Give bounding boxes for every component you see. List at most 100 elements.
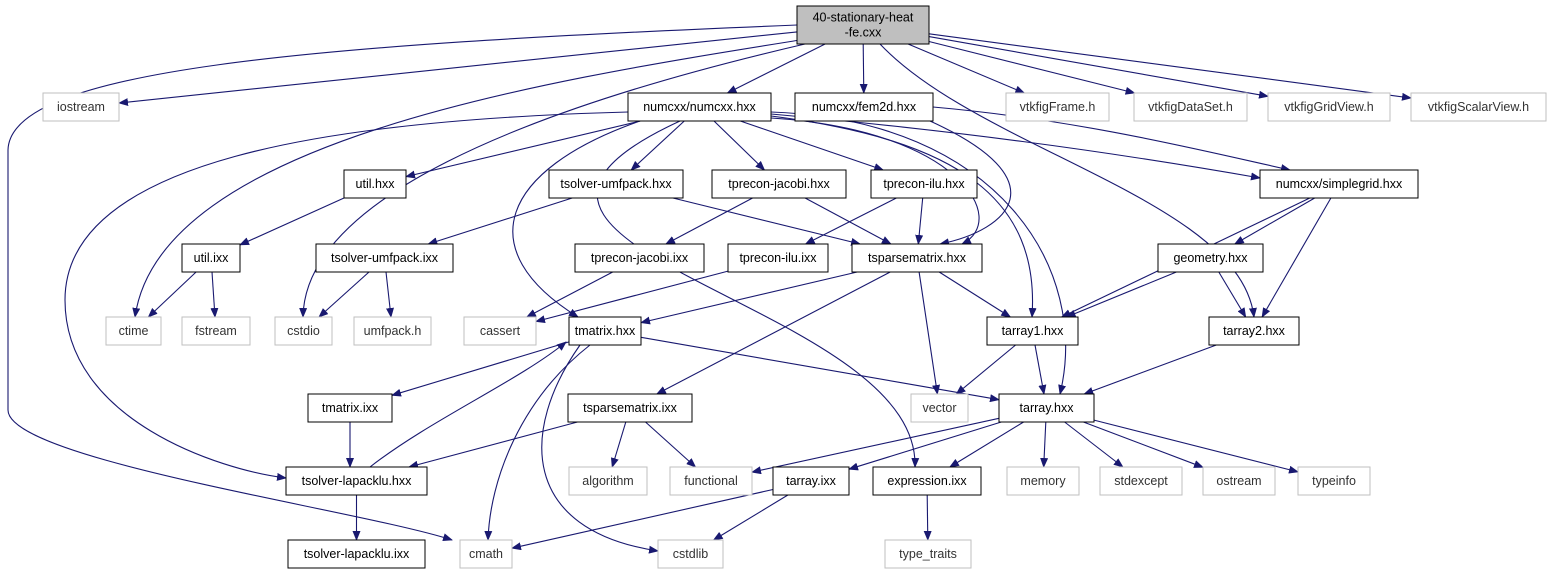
node-tsolver_umfpack_hxx[interactable]: tsolver-umfpack.hxx — [548, 169, 684, 199]
node-box — [986, 316, 1079, 346]
node-typeinfo: typeinfo — [1297, 466, 1371, 496]
node-util_ixx[interactable]: util.ixx — [181, 243, 241, 273]
node-box — [307, 393, 393, 423]
node-tarray1[interactable]: tarray1.hxx — [986, 316, 1079, 346]
node-box — [1133, 92, 1248, 122]
node-functional: functional — [669, 466, 753, 496]
edge-tprecon_ilu_hxx-to-tprecon_ilu_ixx — [804, 197, 897, 245]
node-box — [794, 92, 934, 122]
node-box — [181, 243, 241, 273]
edge-tarray1-to-tarray_hxx — [1034, 344, 1047, 395]
node-label: -fe.cxx — [845, 26, 883, 40]
node-tmatrix_ixx[interactable]: tmatrix.ixx — [307, 393, 393, 423]
node-box — [105, 316, 162, 346]
edge-numcxx-to-tarray1 — [770, 115, 1037, 318]
edge-root-to-cmath — [7, 24, 798, 542]
edge-root-to-fem2d — [859, 43, 868, 94]
node-tsolver_lapacklu_hxx[interactable]: tsolver-lapacklu.hxx — [285, 466, 428, 496]
node-tsparsematrix_hxx[interactable]: tsparsematrix.hxx — [851, 243, 983, 273]
edge-fem2d-to-tsparsematrix_hxx — [929, 120, 1012, 247]
edge-simplegrid-to-tarray2 — [1261, 197, 1332, 318]
node-numcxx[interactable]: numcxx/numcxx.hxx — [627, 92, 772, 122]
edge-root-to-numcxx — [726, 43, 826, 94]
node-fem2d[interactable]: numcxx/fem2d.hxx — [794, 92, 934, 122]
node-label: typeinfo — [1312, 474, 1356, 488]
node-cstdlib: cstdlib — [657, 539, 724, 569]
edge-numcxx-to-util_hxx — [405, 120, 641, 179]
edge-tsparsematrix_hxx-to-tarray1 — [938, 271, 1012, 318]
edge-tsolver_umfpack_hxx-to-tsparsematrix_hxx — [672, 197, 862, 246]
edge-numcxx-to-tsolver_umfpack_hxx — [630, 120, 685, 171]
node-box — [1005, 92, 1110, 122]
node-ostream: ostream — [1202, 466, 1276, 496]
node-label: util.ixx — [194, 251, 229, 265]
node-tsolver_umfpack_ixx[interactable]: tsolver-umfpack.ixx — [315, 243, 454, 273]
node-label: expression.ixx — [887, 474, 967, 488]
node-tprecon_ilu_hxx[interactable]: tprecon-ilu.hxx — [870, 169, 978, 199]
node-geometry[interactable]: geometry.hxx — [1157, 243, 1264, 273]
node-label: vector — [922, 401, 956, 415]
edge-geometry-to-tarray1 — [1065, 271, 1177, 318]
node-tprecon_ilu_ixx[interactable]: tprecon-ilu.ixx — [727, 243, 829, 273]
edge-root-to-vtkfigGridView — [928, 36, 1269, 99]
edge-tarray1-to-vector — [955, 344, 1016, 395]
edge-tsolver_umfpack_hxx-to-tsolver_umfpack_ixx — [427, 197, 573, 246]
node-label: tmatrix.ixx — [322, 401, 379, 415]
node-label: ctime — [119, 324, 149, 338]
edge-tprecon_jacobi_hxx-to-tprecon_jacobi_ixx — [665, 197, 753, 245]
node-tarray_ixx[interactable]: tarray.ixx — [772, 466, 850, 496]
edge-numcxx-to-tsolver_lapacklu_hxx — [64, 111, 629, 481]
node-util_hxx[interactable]: util.hxx — [343, 169, 407, 199]
node-box — [463, 316, 537, 346]
edge-root-to-vtkfigFrame — [907, 43, 1026, 94]
node-tarray2[interactable]: tarray2.hxx — [1208, 316, 1300, 346]
node-label: 40-stationary-heat — [813, 11, 914, 25]
node-memory: memory — [1006, 466, 1080, 496]
node-box — [353, 316, 432, 346]
node-simplegrid[interactable]: numcxx/simplegrid.hxx — [1259, 169, 1419, 199]
node-label: tarray2.hxx — [1223, 324, 1286, 338]
node-box — [1202, 466, 1276, 496]
node-tmatrix_hxx[interactable]: tmatrix.hxx — [568, 316, 642, 346]
node-box — [727, 243, 829, 273]
node-box — [870, 169, 978, 199]
node-label: memory — [1020, 474, 1066, 488]
edge-tmatrix_hxx-to-tarray_hxx — [640, 336, 1000, 403]
edge-root-to-iostream — [118, 31, 798, 107]
node-label: vtkfigFrame.h — [1020, 100, 1096, 114]
edge-numcxx-to-simplegrid — [770, 113, 1261, 181]
node-tprecon_jacobi_hxx[interactable]: tprecon-jacobi.hxx — [711, 169, 847, 199]
node-label: type_traits — [899, 547, 957, 561]
node-tsolver_lapacklu_ixx[interactable]: tsolver-lapacklu.ixx — [287, 539, 426, 569]
node-tarray_hxx[interactable]: tarray.hxx — [998, 393, 1095, 423]
node-label: cstdio — [287, 324, 320, 338]
node-label: tprecon-jacobi.hxx — [728, 177, 830, 191]
node-tsparsematrix_ixx[interactable]: tsparsematrix.ixx — [567, 393, 693, 423]
edge-tarray_hxx-to-functional — [751, 417, 1000, 475]
edge-tsparsematrix_ixx-to-algorithm — [610, 421, 627, 468]
edge-tsolver_umfpack_ixx-to-cstdio — [318, 271, 370, 318]
edge-tarray_hxx-to-tarray_ixx — [848, 421, 1002, 471]
node-expression[interactable]: expression.ixx — [872, 466, 982, 496]
node-label: tsolver-umfpack.hxx — [560, 177, 672, 191]
edge-tsparsematrix_ixx-to-functional — [645, 421, 697, 468]
node-label: tarray.ixx — [786, 474, 837, 488]
edge-tmatrix_hxx-to-cmath — [484, 344, 591, 541]
node-tprecon_jacobi_ixx[interactable]: tprecon-jacobi.ixx — [574, 243, 705, 273]
node-type_traits: type_traits — [884, 539, 972, 569]
edge-tsparsematrix_hxx-to-vector — [918, 271, 941, 395]
node-root[interactable]: 40-stationary-heat-fe.cxx — [796, 5, 930, 45]
node-label: cstdlib — [673, 547, 708, 561]
edge-tprecon_ilu_ixx-to-cassert — [535, 270, 729, 324]
node-box — [274, 316, 333, 346]
edge-tprecon_jacobi_hxx-to-tsparsematrix_hxx — [804, 197, 892, 245]
edge-tarray_hxx-to-memory — [1040, 421, 1049, 468]
node-label: tsparsematrix.hxx — [868, 251, 967, 265]
edge-tsparsematrix_hxx-to-tmatrix_hxx — [640, 271, 858, 325]
node-label: tarray1.hxx — [1002, 324, 1065, 338]
node-label: numcxx/numcxx.hxx — [643, 100, 756, 114]
edge-util_ixx-to-ctime — [147, 271, 197, 318]
edge-tsparsematrix_ixx-to-tsolver_lapacklu_hxx — [408, 421, 578, 469]
node-cassert: cassert — [463, 316, 537, 346]
